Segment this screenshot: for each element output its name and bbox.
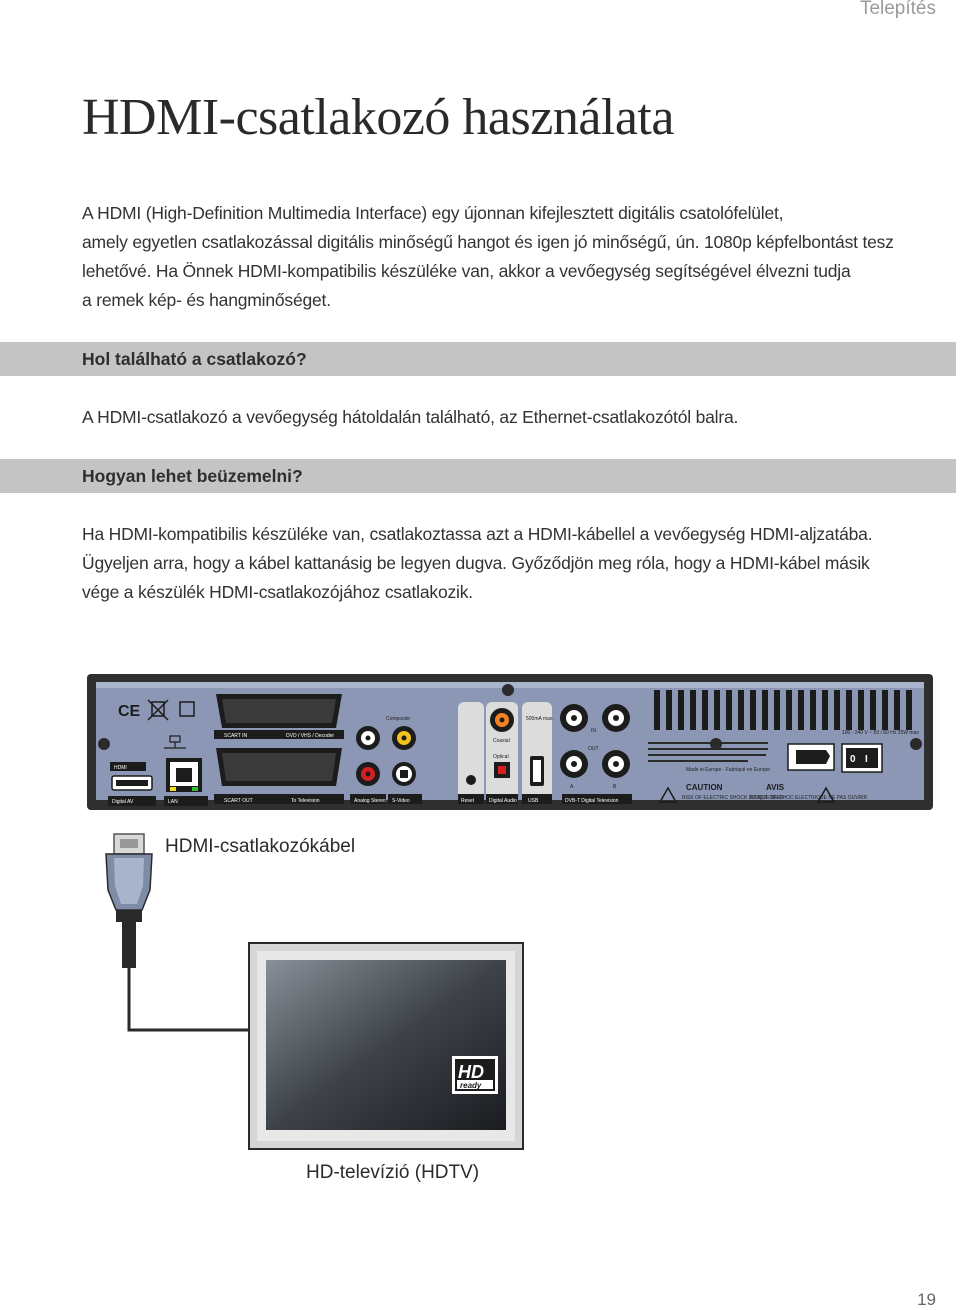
reset-panel bbox=[458, 702, 484, 802]
cable-line bbox=[127, 966, 251, 1032]
made-in-europe-label: Made in Europe · Fabriqué en Europe bbox=[686, 767, 770, 773]
hdmi-cable-wire bbox=[122, 922, 136, 968]
antenna-out-label: OUT bbox=[588, 746, 599, 752]
setup-line-2: Ügyeljen arra, hogy a kábel kattanásig b… bbox=[82, 553, 870, 573]
warning-triangle-icon bbox=[816, 786, 836, 803]
screw-icon bbox=[910, 738, 922, 750]
usb-label: USB bbox=[528, 798, 539, 804]
intro-line-3: lehetővé. Ha Önnek HDMI-kompatibilis kés… bbox=[82, 261, 851, 281]
power-rating-label: 100 - 240 V ~ 50 / 60 Hz 25W max bbox=[842, 730, 919, 736]
power-switch-on: I bbox=[865, 754, 868, 765]
tv-screen bbox=[266, 960, 506, 1130]
location-text: A HDMI-csatlakozó a vevőegység hátoldalá… bbox=[82, 407, 739, 427]
page-title: HDMI-csatlakozó használata bbox=[82, 89, 674, 146]
digital-audio-label: Digital Audio bbox=[489, 798, 517, 804]
hdmi-logo-text: HDMI bbox=[114, 765, 127, 771]
weee-bin-icon bbox=[147, 699, 169, 721]
hd-badge-top: HD bbox=[458, 1062, 484, 1082]
scart-in-label: SCART IN bbox=[224, 733, 248, 739]
warning-triangle-icon bbox=[658, 786, 678, 803]
setup-line-3: vége a készülék HDMI-csatlakozójához csa… bbox=[82, 582, 473, 602]
caution-label: CAUTION bbox=[686, 783, 723, 792]
network-icon bbox=[164, 735, 186, 749]
composite-label: Composite bbox=[386, 716, 410, 722]
section-heading-band-setup: Hogyan lehet beüzemelni? bbox=[0, 459, 956, 493]
tv-caption: HD-televízió (HDTV) bbox=[306, 1162, 480, 1183]
reset-label: Reset bbox=[461, 798, 475, 804]
intro-line-1: A HDMI (High-Definition Multimedia Inter… bbox=[82, 203, 784, 223]
avis-sub-label: RISQUE DE CHOC ELECTRIQUE NE PAS OUVRIR bbox=[750, 795, 868, 801]
scart-out-sub-label: To Television bbox=[291, 798, 320, 804]
hdmi-cable-illustration bbox=[105, 833, 153, 968]
power-switch-off: 0 bbox=[850, 754, 856, 765]
dvbt-label: DVB-T Digital Television bbox=[565, 798, 619, 804]
intro-line-2: amely egyetlen csatlakozással digitális … bbox=[82, 232, 894, 252]
scart-in-sub-label: DVD / VHS / Decoder bbox=[286, 733, 334, 739]
intro-line-4: a remek kép- és hangminőséget. bbox=[82, 290, 331, 310]
receiver-back-panel: CE HDMI Digital AV LAN SCART IN DVD / VH… bbox=[87, 674, 933, 810]
usb-power-label: 500mA max. bbox=[526, 716, 554, 722]
usb-panel bbox=[522, 702, 552, 802]
cable-caption: HDMI-csatlakozókábel bbox=[165, 836, 356, 857]
section-heading-setup: Hogyan lehet beüzemelni? bbox=[82, 466, 303, 486]
tuner-a-label: A bbox=[570, 784, 574, 790]
screw-icon bbox=[98, 738, 110, 750]
scart-out-label: SCART OUT bbox=[224, 798, 253, 804]
hd-tv-illustration: HD ready bbox=[248, 942, 524, 1150]
page-number: 19 bbox=[917, 1290, 936, 1309]
double-insulation-icon bbox=[179, 701, 195, 717]
reset-button bbox=[466, 775, 476, 785]
svideo-label: S-Video bbox=[392, 798, 410, 804]
caution-sub-label: RISK OF ELECTRIC SHOCK DO NOT OPEN bbox=[682, 795, 784, 801]
ventilation-grille bbox=[654, 690, 912, 730]
coaxial-label: Coaxial bbox=[493, 738, 510, 744]
hd-badge-bottom: ready bbox=[460, 1081, 482, 1090]
section-heading-band-location: Hol található a csatlakozó? bbox=[0, 342, 956, 376]
legal-fine-print bbox=[648, 742, 768, 762]
hdmi-port-label: Digital AV bbox=[112, 799, 134, 805]
ce-mark: CE bbox=[118, 703, 141, 720]
lan-port-label: LAN bbox=[168, 799, 178, 805]
analog-label: Analog Stereo bbox=[354, 798, 386, 804]
antenna-in-label: IN bbox=[591, 728, 596, 734]
setup-line-1: Ha HDMI-kompatibilis készüléke van, csat… bbox=[82, 524, 873, 544]
section-heading-location: Hol található a csatlakozó? bbox=[82, 349, 307, 369]
tuner-b-label: B bbox=[613, 784, 617, 790]
avis-label: AVIS bbox=[766, 783, 785, 792]
optical-label: Optical bbox=[493, 754, 509, 760]
screw-icon bbox=[502, 684, 514, 696]
section-label: Telepítés bbox=[859, 0, 936, 19]
